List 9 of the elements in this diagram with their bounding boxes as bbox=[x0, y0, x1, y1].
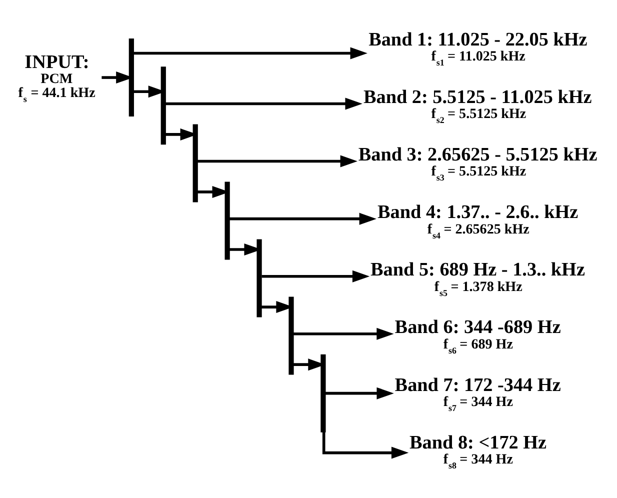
node-text: Band 7: 172 -344 Hz f$_{s7}$ = 344 Hz bbox=[394, 374, 561, 412]
node-text: Band 5: 689 Hz - 1.3.. kHz f$_{s5}$ = 1.378 kHz bbox=[370, 259, 585, 298]
node-text: Band 2: 5.5125 - 11.025 kHz f$_{s2}$ = 5.5125 kHz bbox=[363, 86, 592, 125]
node-text: Band 3: 2.65625 - 5.5125 kHz f$_{s3}$ = 5.5125 kHz bbox=[358, 144, 598, 182]
node-text: Band 8: <172 Hz f$_{s8}$ = 344 Hz bbox=[410, 432, 547, 470]
node-text: Band 4: 1.37.. - 2.6.. kHz f$_{s4}$ = 2.65625 kHz bbox=[378, 202, 578, 240]
node-text: Band 1: 11.025 - 22.05 kHz f$_{s1}$ = 11.025 kHz bbox=[368, 29, 588, 68]
node-text: Band 6: 344 -689 Hz f$_{s6}$ = 689 Hz bbox=[394, 316, 561, 355]
node-text: INPUT: PCM f$_{s}$ = 44.1 kHz bbox=[18, 51, 96, 104]
